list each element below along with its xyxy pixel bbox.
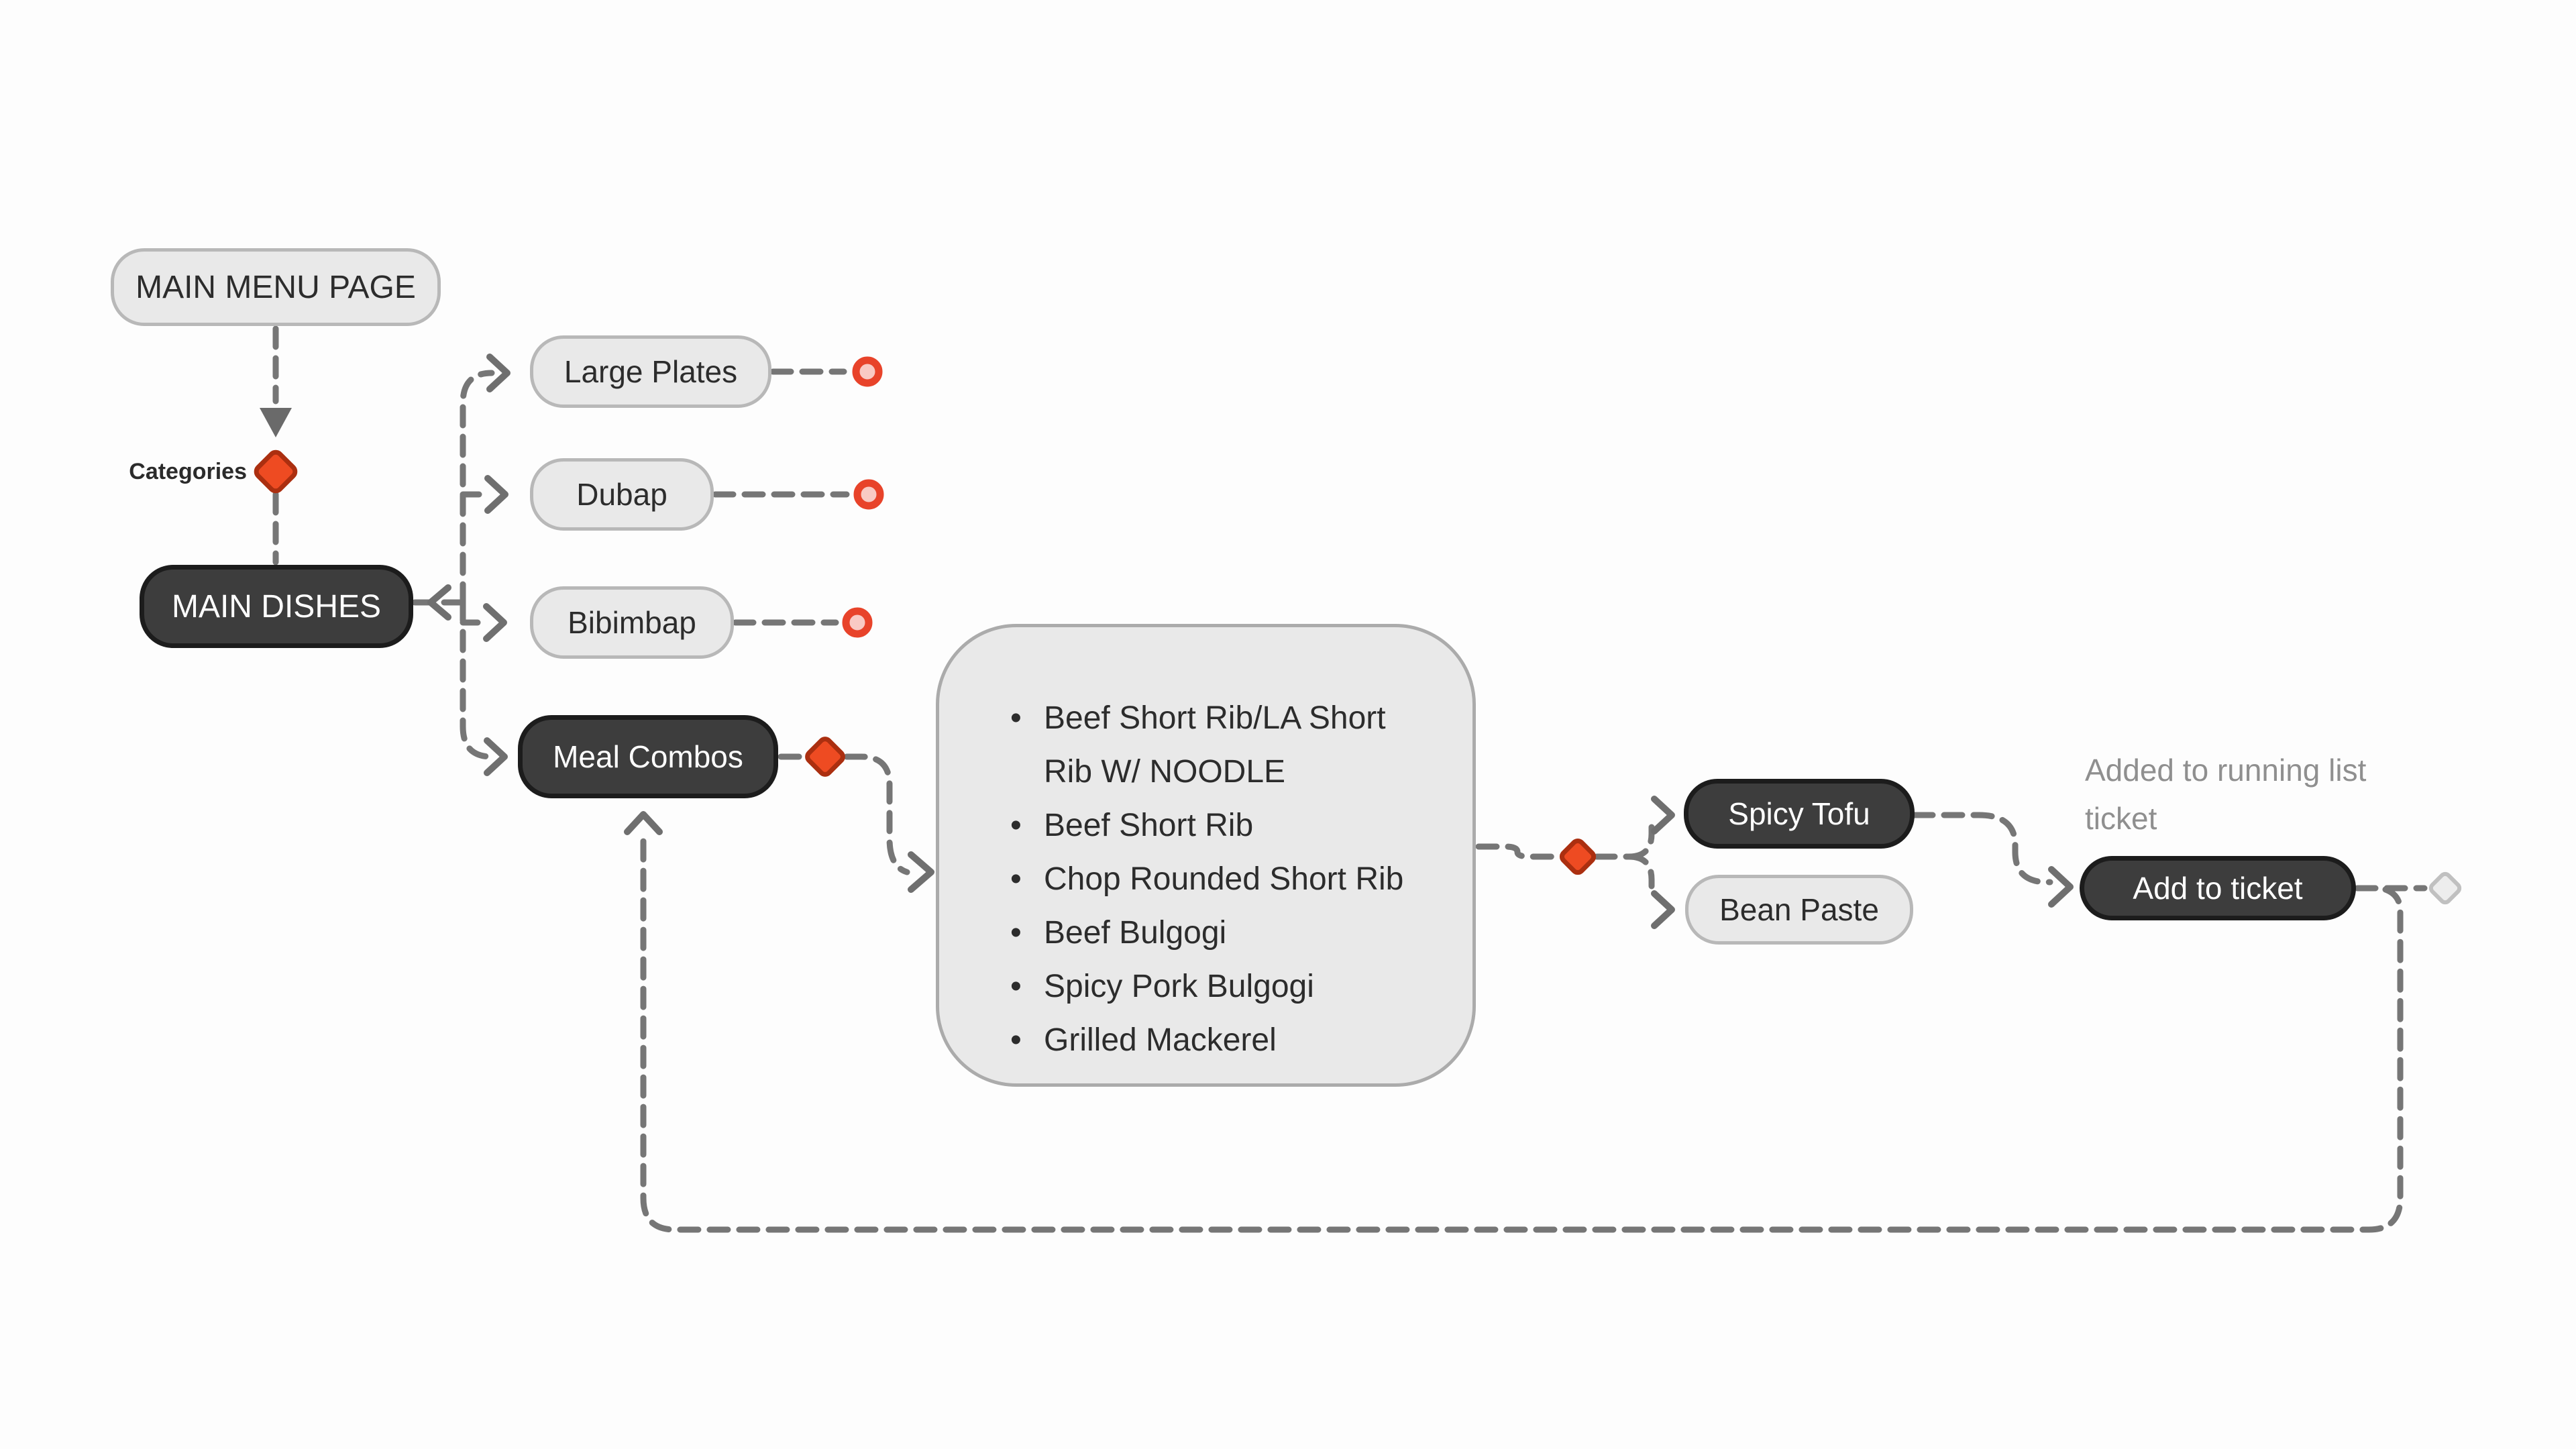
arrowhead-spicy-tofu	[1651, 796, 1675, 835]
endpoint-circle-bibimbap	[842, 607, 873, 638]
node-large-plates-label: Large Plates	[564, 354, 738, 389]
list-item: Spicy Pork Bulgogi	[1006, 960, 1433, 1014]
combo-items-list: Beef Short Rib/LA Short Rib W/ NOODLE Be…	[939, 627, 1472, 1067]
decision-diamond-options	[1559, 838, 1597, 875]
node-spicy-tofu[interactable]: Spicy Tofu	[1684, 779, 1915, 849]
node-dubap[interactable]: Dubap	[530, 458, 714, 531]
node-main-dishes-label: MAIN DISHES	[171, 588, 382, 625]
node-dubap-label: Dubap	[576, 477, 667, 512]
arrowhead-dubap	[484, 475, 508, 514]
node-combo-items-box[interactable]: Beef Short Rib/LA Short Rib W/ NOODLE Be…	[936, 624, 1476, 1087]
node-main-dishes[interactable]: MAIN DISHES	[140, 565, 413, 648]
edge-combo-box-to-diamond	[1475, 843, 1558, 860]
arrowhead-large-plates	[486, 354, 511, 392]
node-bibimbap-label: Bibimbap	[568, 605, 696, 640]
list-item: Beef Bulgogi	[1006, 906, 1433, 960]
node-main-menu-page[interactable]: MAIN MENU PAGE	[111, 248, 441, 326]
trunk-down-to-meal-combos	[460, 599, 495, 760]
end-diamond-gray	[2428, 871, 2462, 905]
note-added-to-running-list-ticket: Added to running list ticket	[2085, 753, 2367, 836]
split-up-spicy-tofu	[1625, 824, 1655, 860]
node-add-to-ticket[interactable]: Add to ticket	[2080, 856, 2356, 920]
trunk-up-to-large-plates	[460, 370, 495, 606]
arrowhead-bean-paste	[1651, 890, 1675, 929]
arrowhead-bibimbap	[483, 603, 507, 642]
node-large-plates[interactable]: Large Plates	[530, 335, 771, 408]
node-bibimbap[interactable]: Bibimbap	[530, 586, 734, 659]
return-loop-to-meal-combos	[640, 838, 2404, 1233]
categories-label: Categories	[129, 459, 247, 484]
split-down-bean-paste	[1625, 853, 1655, 890]
arrowhead-meal-combos	[484, 737, 508, 776]
arrowhead-triangle-down	[260, 408, 292, 437]
arrowhead-into-main-dishes	[427, 584, 451, 621]
node-add-to-ticket-label: Add to ticket	[2133, 871, 2303, 906]
decision-diamond-meal-combos	[805, 737, 845, 777]
endpoint-circle-dubap	[853, 479, 884, 510]
decision-diamond-categories	[254, 449, 298, 494]
node-main-menu-page-label: MAIN MENU PAGE	[136, 269, 416, 305]
arrowhead-add-to-ticket	[2048, 866, 2074, 908]
arrowhead-combo-box	[908, 851, 934, 893]
node-meal-combos-label: Meal Combos	[553, 739, 743, 774]
list-item: Chop Rounded Short Rib	[1006, 853, 1433, 906]
endpoint-circle-large-plates	[852, 356, 883, 387]
node-bean-paste[interactable]: Bean Paste	[1685, 875, 1913, 945]
arrowhead-return-up	[624, 811, 663, 835]
list-item: Beef Short Rib/LA Short Rib W/ NOODLE	[1006, 692, 1433, 799]
edge-diamond-to-combo-box	[843, 753, 910, 875]
list-item: Beef Short Rib	[1006, 799, 1433, 853]
list-item: Grilled Mackerel	[1006, 1014, 1433, 1067]
edge-spicy-tofu-to-add	[1911, 812, 2053, 885]
node-meal-combos[interactable]: Meal Combos	[518, 715, 778, 798]
node-spicy-tofu-label: Spicy Tofu	[1728, 796, 1870, 831]
node-bean-paste-label: Bean Paste	[1719, 892, 1879, 927]
